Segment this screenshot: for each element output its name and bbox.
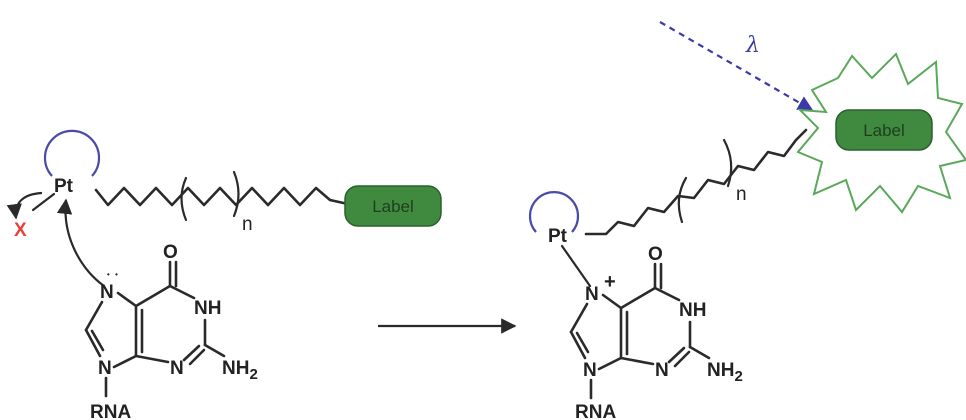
positive-charge: + bbox=[604, 271, 616, 293]
repeat-bracket-close bbox=[232, 170, 240, 218]
guanine: · · N N O NH N NH2 RNA bbox=[84, 242, 258, 420]
n9-atom: N bbox=[98, 358, 112, 379]
n7-atom: N bbox=[100, 282, 114, 303]
pt-atom: Pt bbox=[548, 226, 568, 247]
label-tag bbox=[835, 109, 933, 151]
repeat-bracket-close bbox=[722, 138, 733, 188]
pt-atom: Pt bbox=[54, 176, 74, 197]
n7-lone-pair: · · bbox=[106, 268, 119, 283]
repeat-bracket-open bbox=[677, 176, 688, 224]
alkyl-linker bbox=[584, 128, 808, 236]
reactant: Pt X n Label · · N N bbox=[6, 129, 442, 420]
n9-atom: N bbox=[583, 360, 597, 381]
repeat-index-n: n bbox=[736, 184, 747, 205]
guanine: N + N O NH N NH2 RNA bbox=[569, 244, 743, 420]
leaving-group-x: X bbox=[14, 220, 27, 241]
nucleophilic-attack-arrow bbox=[56, 198, 105, 287]
label-tag-text: Label bbox=[863, 121, 905, 140]
lambda-symbol: λ bbox=[745, 33, 760, 58]
light-arrow bbox=[659, 21, 814, 111]
n3-atom: N bbox=[170, 358, 184, 379]
n3-atom: N bbox=[655, 360, 669, 381]
pt-x-bond bbox=[31, 192, 56, 212]
oxygen-atom: O bbox=[648, 244, 663, 265]
pt-n7-bond bbox=[560, 244, 592, 288]
repeat-bracket-open bbox=[180, 176, 188, 222]
n7-atom: N bbox=[585, 284, 599, 305]
product: λ Label Pt n N + N O bbox=[528, 21, 966, 420]
label-tag-text: Label bbox=[372, 197, 414, 216]
leaving-arrow bbox=[6, 191, 43, 220]
pt-chelate-ring bbox=[528, 191, 580, 233]
label-tag bbox=[344, 185, 442, 227]
amine-group: NH2 bbox=[707, 360, 743, 385]
oxygen-atom: O bbox=[163, 242, 178, 263]
n1h-group: NH bbox=[679, 300, 706, 321]
n1h-group: NH bbox=[194, 298, 221, 319]
pt-chelate-ring bbox=[43, 129, 101, 177]
rna-substituent: RNA bbox=[90, 402, 131, 420]
rna-substituent: RNA bbox=[575, 402, 616, 420]
alkyl-linker bbox=[94, 186, 350, 207]
repeat-index-n: n bbox=[242, 214, 253, 235]
amine-group: NH2 bbox=[222, 358, 258, 383]
